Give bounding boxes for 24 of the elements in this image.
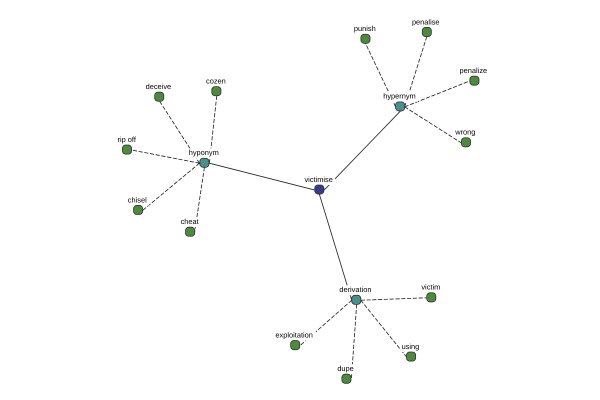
connector — [404, 80, 470, 108]
node-label: penalize — [459, 66, 487, 75]
connector — [360, 300, 406, 358]
node-label: wrong — [454, 128, 475, 137]
connector — [142, 162, 200, 211]
node-label: cozen — [206, 76, 226, 86]
connector — [194, 166, 204, 233]
connector — [404, 106, 461, 144]
connector — [208, 95, 217, 164]
node-label: punish — [353, 24, 376, 34]
connector — [318, 194, 352, 301]
connector — [404, 36, 427, 108]
connector — [158, 100, 200, 164]
node-label: deceive — [145, 82, 171, 92]
connector — [130, 150, 200, 164]
node-label: rip off — [117, 134, 136, 144]
node-label: penalise — [411, 17, 440, 26]
node-label: victim — [420, 282, 440, 292]
connector — [208, 162, 314, 190]
connector — [299, 300, 352, 346]
connector — [360, 297, 426, 301]
connector — [364, 42, 396, 108]
connector — [350, 304, 357, 380]
connector — [323, 110, 400, 190]
